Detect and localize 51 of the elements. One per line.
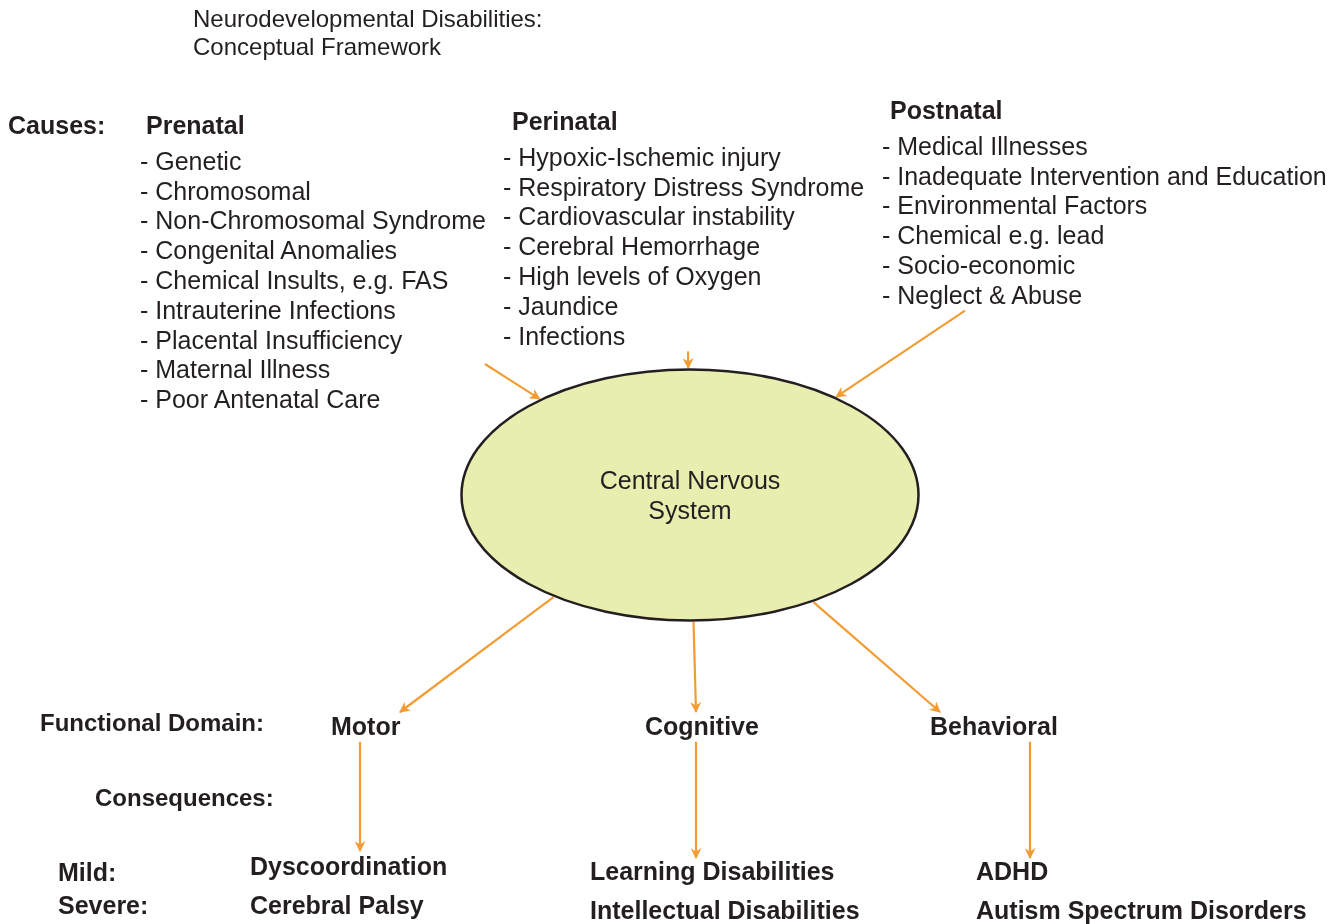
outcome-label: Behavioral bbox=[930, 712, 1058, 742]
list-item: - Genetic bbox=[140, 146, 242, 177]
list-item: - Placental Insufficiency bbox=[140, 325, 403, 356]
outcome-label: Intellectual Disabilities bbox=[590, 897, 860, 923]
list-item: - Infections bbox=[503, 321, 626, 352]
list-item: - Poor Antenatal Care bbox=[140, 385, 381, 415]
group-heading: Perinatal bbox=[511, 107, 618, 137]
list-item: - Chemical e.g. lead bbox=[882, 221, 1105, 251]
list-item: - Cardiovascular instability bbox=[503, 202, 795, 233]
list-item: - Hypoxic-Ischemic injury bbox=[503, 142, 781, 173]
arrow bbox=[1024, 741, 1036, 860]
arrow bbox=[354, 741, 366, 853]
outcome-label: Cerebral Palsy bbox=[250, 890, 424, 920]
arrow bbox=[690, 741, 702, 860]
row-label: Severe: bbox=[58, 891, 149, 921]
row-label: Causes: bbox=[8, 111, 106, 141]
node-label: Central Nervous System bbox=[598, 465, 782, 525]
row-label: Functional Domain: bbox=[40, 708, 264, 738]
group-heading: Postnatal bbox=[889, 96, 1003, 126]
list-item: - Chromosomal bbox=[140, 176, 311, 207]
outcome-label: ADHD bbox=[976, 858, 1049, 884]
list-item: - Inadequate Intervention and Education bbox=[882, 161, 1327, 192]
outcome-label: Motor bbox=[331, 712, 401, 742]
group-heading: Prenatal bbox=[145, 111, 245, 141]
diagram-title: Neurodevelopmental Disabilities: Conceptual Framework bbox=[193, 5, 544, 61]
arrow bbox=[484, 363, 541, 400]
outcome-label: Dyscoordination bbox=[250, 851, 448, 881]
arrow bbox=[682, 351, 694, 370]
arrow bbox=[835, 309, 966, 398]
ellipse-node bbox=[460, 368, 920, 622]
arrow bbox=[690, 621, 702, 714]
outcome-label: Autism Spectrum Disorders bbox=[976, 897, 1307, 923]
outcome-label: Cognitive bbox=[645, 712, 759, 742]
outcome-label: Learning Disabilities bbox=[590, 858, 835, 884]
list-item: - Intrauterine Infections bbox=[140, 295, 396, 326]
row-label: Consequences: bbox=[95, 783, 274, 813]
list-item: - Medical Illnesses bbox=[882, 131, 1088, 162]
list-item: - Cerebral Hemorrhage bbox=[503, 232, 761, 262]
list-item: - Maternal Illness bbox=[140, 355, 331, 386]
list-item: - Socio-economic bbox=[882, 251, 1076, 281]
arrow bbox=[812, 601, 941, 713]
list-item: - Chemical Insults, e.g. FAS bbox=[140, 266, 449, 296]
list-item: - High levels of Oxygen bbox=[503, 262, 762, 292]
arrow bbox=[399, 596, 555, 713]
list-item: - Environmental Factors bbox=[882, 191, 1148, 222]
list-item: - Congenital Anomalies bbox=[140, 236, 398, 266]
list-item: - Neglect & Abuse bbox=[882, 280, 1083, 311]
list-item: - Jaundice bbox=[503, 291, 619, 322]
list-item: - Non-Chromosomal Syndrome bbox=[140, 206, 486, 237]
list-item: - Respiratory Distress Syndrome bbox=[503, 172, 865, 203]
row-label: Mild: bbox=[58, 858, 117, 888]
